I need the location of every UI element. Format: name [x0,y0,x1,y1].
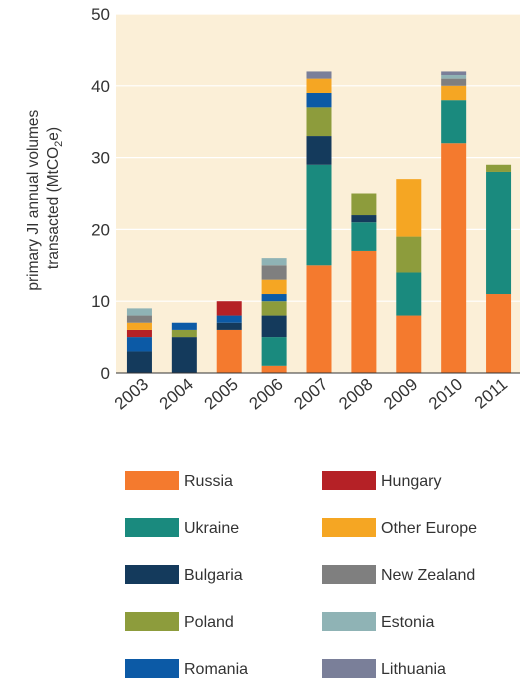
y-axis-title-line1: primary JI annual volumes [25,109,42,290]
bar-segment-2003-new-zealand [126,315,152,323]
legend-swatch-other-europe [322,518,376,537]
bar-segment-2009-russia [396,315,422,373]
bar-segment-2011-poland [486,164,512,172]
bar-segment-2011-russia [486,294,512,373]
bar-segment-2010-ukraine [441,100,467,144]
x-tick-label: 2007 [290,375,331,414]
bar-segment-2004-romania [171,322,197,330]
legend-label-hungary: Hungary [381,473,441,490]
bar-segment-2005-russia [216,329,242,373]
y-axis-title-line2-prefix: transacted (MtCO [45,147,62,269]
x-tick-label: 2008 [335,375,376,414]
bar-segment-2004-bulgaria [171,337,197,373]
bar-segment-2006-romania [261,294,287,302]
bar-segment-2007-romania [306,92,332,108]
bar-segment-2007-russia [306,265,332,373]
y-tick-label: 20 [91,220,110,239]
legend-swatch-russia [125,471,179,490]
bar-segment-2007-bulgaria [306,136,332,165]
bar-segment-2008-poland [351,193,377,216]
legend-swatch-estonia [322,612,376,631]
bar-segment-2011-ukraine [486,171,512,295]
bar-segment-2005-romania [216,315,242,323]
bar-segment-2006-estonia [261,258,287,266]
legend-label-romania: Romania [184,661,248,678]
bar-segment-2003-hungary [126,329,152,338]
y-tick-label: 10 [91,292,110,311]
x-tick-label: 2003 [111,375,152,414]
bar-segment-2009-ukraine [396,272,422,316]
bar-segment-2007-ukraine [306,164,332,266]
bar-segment-2004-poland [171,329,197,338]
x-tick-label: 2010 [425,375,466,414]
legend-swatch-ukraine [125,518,179,537]
legend-label-lithuania: Lithuania [381,661,446,678]
bar-segment-2010-russia [441,143,467,373]
bar-segment-2006-new-zealand [261,265,287,280]
bar-segment-2005-hungary [216,301,242,316]
bar-segment-2010-new-zealand [441,78,467,86]
legend-swatch-romania [125,659,179,678]
legend-swatch-hungary [322,471,376,490]
bar-segment-2006-russia [261,365,287,373]
bar-segment-2003-estonia [126,308,152,316]
y-tick-label: 30 [91,149,110,168]
bar-segment-2006-bulgaria [261,315,287,338]
bar-segment-2008-ukraine [351,222,377,251]
y-tick-label: 50 [91,5,110,24]
bar-segment-2006-poland [261,301,287,316]
bar-segment-2008-russia [351,250,377,373]
legend-swatch-bulgaria [125,565,179,584]
bar-segment-2007-lithuania [306,71,332,79]
bars [126,71,512,373]
bar-segment-2003-other-europe [126,322,152,330]
bar-segment-2008-bulgaria [351,215,377,223]
y-tick-label: 40 [91,77,110,96]
legend-label-bulgaria: Bulgaria [184,567,243,584]
y-tick-label: 0 [101,364,110,383]
bar-segment-2009-poland [396,236,422,273]
bar-segment-2007-other-europe [306,78,332,93]
legend-label-other-europe: Other Europe [381,520,477,537]
y-axis-title-line2-suffix: e) [45,127,62,141]
x-tick-label: 2011 [471,375,511,413]
legend-label-ukraine: Ukraine [184,520,239,537]
bar-segment-2010-estonia [441,75,467,79]
x-tick-label: 2004 [156,375,197,414]
bar-segment-2010-other-europe [441,85,467,101]
bar-segment-2003-romania [126,337,152,352]
x-tick-label: 2005 [201,375,242,414]
bar-segment-2006-ukraine [261,337,287,366]
y-axis-title-subscript: 2 [53,141,65,147]
legend-label-new-zealand: New Zealand [381,567,475,584]
legend-swatch-poland [125,612,179,631]
bar-segment-2010-lithuania [441,71,467,76]
x-tick-label: 2009 [380,375,421,414]
x-tick-label: 2006 [245,375,286,414]
legend-label-russia: Russia [184,473,233,490]
legend-label-estonia: Estonia [381,614,434,631]
legend-swatch-new-zealand [322,565,376,584]
bar-segment-2007-poland [306,107,332,137]
bar-segment-2005-bulgaria [216,322,242,330]
bar-segment-2003-bulgaria [126,351,152,373]
bar-segment-2009-other-europe [396,179,422,237]
legend-label-poland: Poland [184,614,234,631]
y-axis-title: primary JI annual volumes transacted (Mt… [25,105,65,290]
legend-swatch-lithuania [322,659,376,678]
bar-segment-2006-other-europe [261,279,287,295]
y-tick-labels: 0 10 20 30 40 50 [91,5,110,383]
